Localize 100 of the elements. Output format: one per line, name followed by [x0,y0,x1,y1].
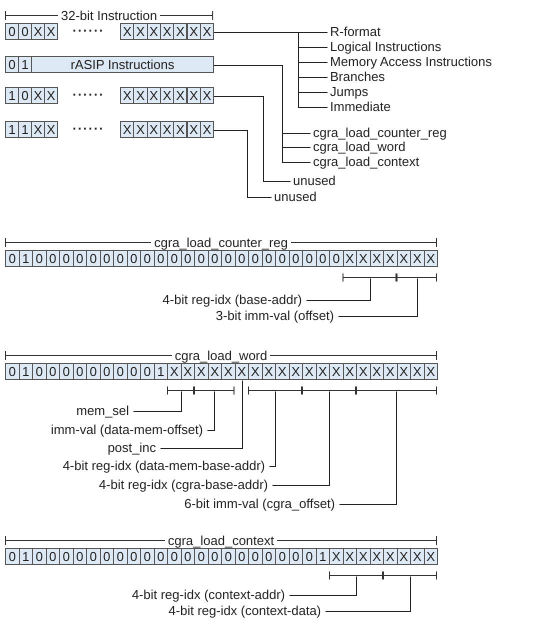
bit-cell: 0 [5,250,20,267]
bit-cell: 0 [194,548,208,565]
bit-cell: 0 [18,23,32,40]
bit-cell: X [424,548,438,565]
field-cell: rASIP Instructions [31,56,214,73]
bit-cell: X [44,121,58,138]
bit-cell: X [133,23,148,40]
bit-cell: X [194,363,208,380]
bit-cell: X [173,87,188,104]
bit-cell: 0 [5,56,19,73]
leader-line [269,391,276,467]
bit-cell: 0 [329,250,344,267]
bit-cell: X [44,23,58,40]
bit-cell: X [424,363,438,380]
leader-line [325,576,411,612]
bit-cell: 0 [113,250,128,267]
bit-cell: X [356,250,370,267]
instruction-label: Logical Instructions [330,39,442,54]
bit-cell: X [383,548,398,565]
bit-cell: 0 [275,548,290,565]
bit-cell: X [146,23,161,40]
leader-line [133,391,182,412]
instruction-label: Immediate [330,99,391,114]
bit-cell: 0 [86,363,100,380]
bit-cell: 0 [5,363,20,380]
bit-cell: X [275,363,290,380]
bit-cell: X [146,87,161,104]
bit-cell: X [133,121,148,138]
leader-line [306,278,371,301]
bit-cell: X [356,363,370,380]
instruction-label: cgra_load_counter_reg [313,125,447,140]
bit-cell: X [302,363,316,380]
leader-line [207,391,215,431]
field-label: 4-bit reg-idx (cgra-base-addr) [98,477,268,492]
bit-cell: 0 [5,548,20,565]
bit-cell: X [120,23,134,40]
connector-line [213,65,311,163]
connector-line [213,96,291,182]
instruction-label: Branches [330,69,385,84]
instruction-label: R-format [330,24,381,39]
bit-cell: X [200,23,214,40]
bit-cell: 0 [221,250,236,267]
bit-cell: X [410,548,424,565]
field-label: mem_sel [76,403,129,418]
bit-cell: 0 [302,250,316,267]
bit-cell: X [173,23,188,40]
bit-cell: 0 [140,363,154,380]
ellipsis-dots: ······ [72,87,106,104]
bit-cell: 0 [86,548,100,565]
connector-line [213,32,328,108]
bit-cell: 0 [59,250,74,267]
bit-cell: X [248,363,262,380]
bit-cell: X [200,121,214,138]
bit-cell: 0 [59,363,74,380]
bit-cell: 0 [140,548,154,565]
bit-cell: X [120,121,134,138]
bit-cell: 1 [18,56,32,73]
bit-cell: X [424,250,438,267]
bit-cell: 0 [167,548,182,565]
format-title: 32-bit Instruction [58,8,160,23]
ellipsis-dots: ······ [72,23,106,40]
bit-cell: X [146,121,161,138]
bit-cell: 0 [140,250,154,267]
bit-cell: 0 [113,548,128,565]
bit-cell: 0 [275,250,290,267]
bit-cell: 1 [5,87,19,104]
bit-cell: 0 [167,250,182,267]
field-label: imm-val (data-mem-offset) [50,422,203,437]
bit-cell: X [186,87,201,104]
bit-cell: 0 [18,87,32,104]
bit-cell: 0 [32,548,46,565]
format-title: cgra_load_context [164,533,278,548]
bit-cell: X [44,87,58,104]
bit-cell: X [31,23,45,40]
bit-cell: X [410,250,424,267]
bit-cell: X [383,250,398,267]
bit-cell: 0 [302,548,316,565]
bit-cell: X [221,363,236,380]
bit-cell: X [383,363,398,380]
leader-line [160,380,243,449]
instruction-label: unused [274,189,317,204]
leader-line [289,576,357,596]
bit-cell: X [186,121,201,138]
connector-line [213,130,272,198]
bit-cell: 0 [32,250,46,267]
format-title: cgra_load_counter_reg [151,235,291,250]
bit-cell: 0 [86,250,100,267]
bit-cell: X [186,23,201,40]
format-title: cgra_load_word [172,348,270,363]
bit-cell: 0 [5,23,19,40]
bit-cell: X [31,121,45,138]
bit-cell: X [356,548,370,565]
bit-cell: 1 [18,121,32,138]
bit-cell: X [173,121,188,138]
field-label: 4-bit reg-idx (context-data) [168,603,321,618]
field-label: 6-bit imm-val (cgra_offset) [184,496,335,511]
bit-cell: X [410,363,424,380]
bit-cell: 0 [248,250,262,267]
field-label: post_inc [108,440,156,455]
bit-cell: X [200,87,214,104]
